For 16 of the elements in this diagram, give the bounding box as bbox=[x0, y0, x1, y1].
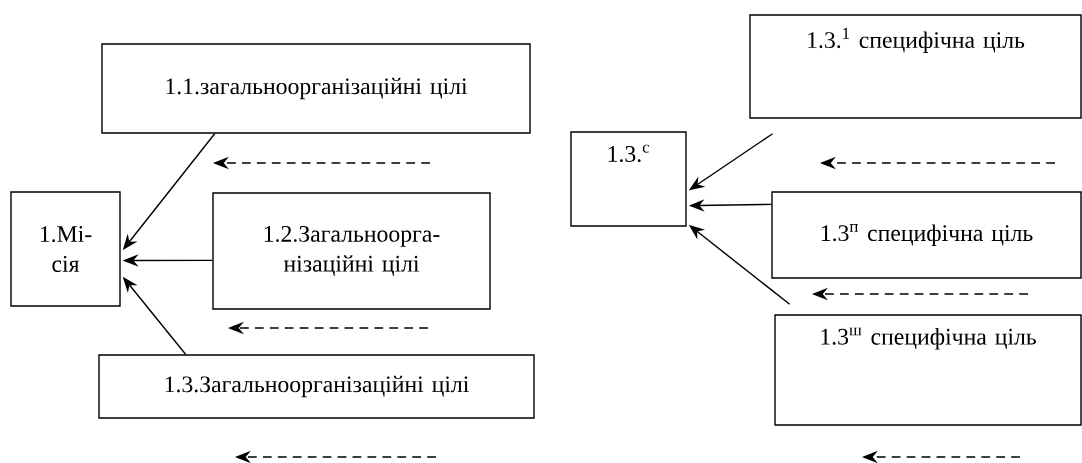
box-label: 1.Мі- сія bbox=[40, 226, 92, 272]
box-label: 1.3.$^{c}$ bbox=[608, 144, 650, 163]
box bbox=[98, 354, 535, 419]
box bbox=[10, 191, 121, 307]
box-label: 1.1.загальноорганізаційні цілі bbox=[166, 77, 468, 100]
box-label: 1.2.Загальноорга- нізаційні цілі bbox=[264, 225, 440, 277]
box-label: 1.3.Загальноорганізаційні цілі bbox=[165, 375, 469, 398]
box bbox=[101, 43, 531, 134]
box-label: 1.3.$^{1}$ специфічна ціль bbox=[808, 27, 1025, 53]
box-label: 1.3$^{п}$ специфічна ціль bbox=[821, 224, 1033, 246]
box bbox=[771, 191, 1082, 279]
box bbox=[212, 192, 491, 310]
box bbox=[749, 14, 1082, 119]
box bbox=[774, 314, 1082, 426]
box-label: 1.3$^{ш}$ специфічна ціль bbox=[821, 327, 1036, 350]
box bbox=[570, 131, 687, 227]
